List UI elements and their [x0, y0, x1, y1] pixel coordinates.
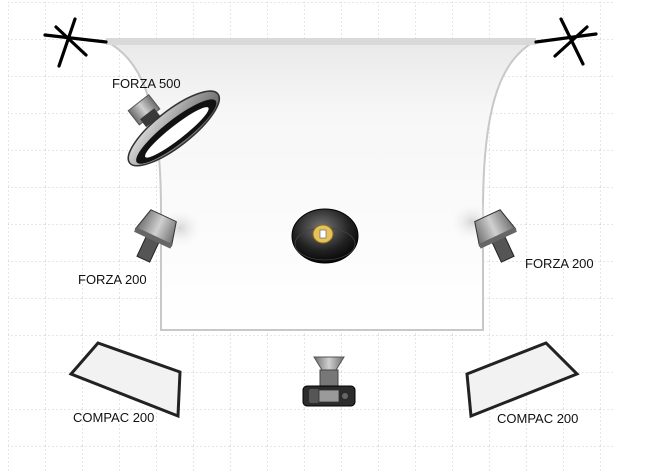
right-stand [534, 17, 598, 66]
left-softbox-panel-icon [68, 341, 182, 419]
left-strobe-head-icon [134, 209, 177, 263]
right-strobe-head-icon [474, 209, 517, 263]
beauty-dish-light-icon [127, 90, 221, 167]
right-softbox-panel-icon [465, 341, 580, 419]
camera-icon [302, 356, 356, 407]
right-reflector-label: COMPAC 200 [497, 411, 579, 426]
backdrop-bar [106, 38, 536, 45]
left-stand [43, 17, 108, 68]
key-light-label: FORZA 500 [112, 76, 181, 91]
backdrop [104, 38, 537, 331]
backdrop-sweep [104, 41, 537, 331]
right-light-label: FORZA 200 [525, 256, 594, 271]
turntable-subject-icon [291, 208, 359, 264]
left-light-label: FORZA 200 [78, 272, 147, 287]
left-reflector-label: COMPAC 200 [73, 410, 155, 425]
